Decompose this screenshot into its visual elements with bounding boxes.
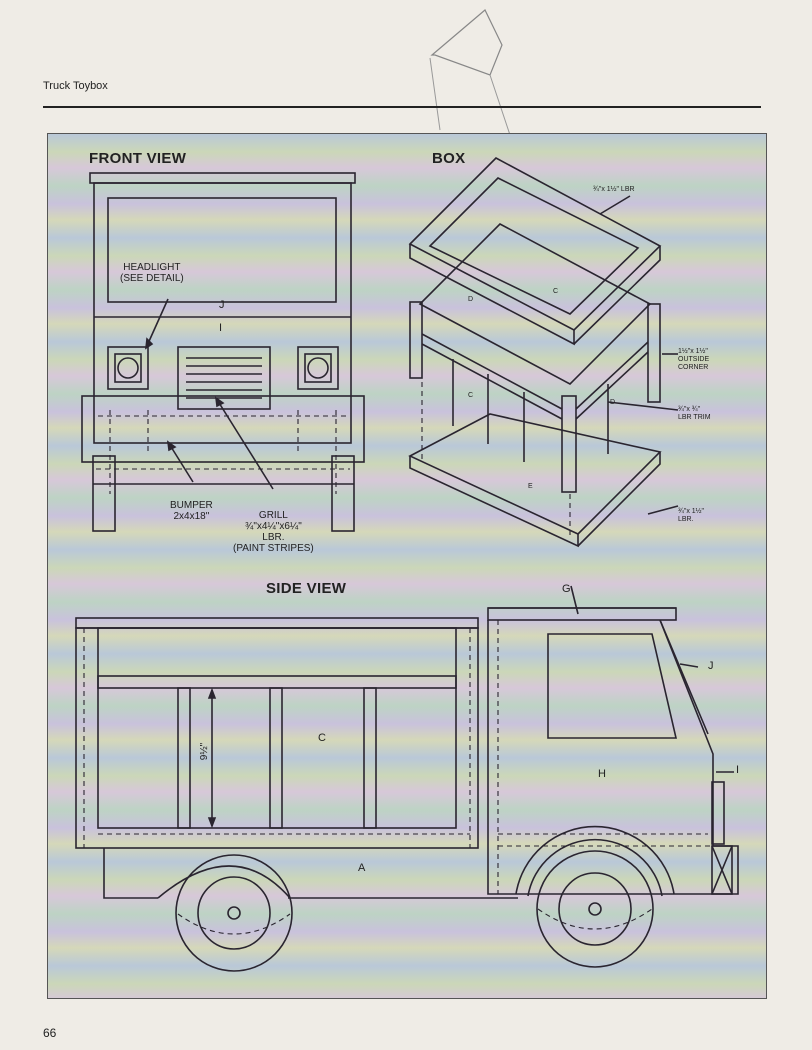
side-part-c: C — [318, 732, 326, 744]
side-part-g: G — [562, 583, 571, 595]
box-part-c2: C — [468, 392, 474, 399]
height-dimension: 9½" — [199, 742, 211, 761]
side-view-drawing — [75, 585, 739, 972]
blueprint-drawing — [75, 157, 739, 972]
front-part-j: J — [219, 299, 225, 311]
box-part-c1: C — [553, 288, 559, 295]
outside-corner-label: 1½"x 1½" OUTSIDE CORNER — [678, 348, 710, 371]
grill-label: GRILL ¾"x4¼"x6¼" LBR. (PAINT STRIPES) — [233, 510, 314, 554]
page-header: Truck Toybox — [43, 80, 108, 92]
box-part-e: E — [528, 483, 533, 490]
side-part-i: I — [736, 764, 740, 776]
front-part-i: I — [219, 322, 223, 334]
base-lbr-label: ¾"x 1½" LBR. — [678, 508, 704, 523]
side-part-a: A — [358, 862, 366, 874]
bumper-label: BUMPER 2x4x18" — [170, 500, 213, 522]
box-part-d2: D — [610, 399, 616, 406]
box-title: BOX — [432, 150, 466, 167]
blueprint-panel: FRONT VIEW HEADLIGHT (SEE DETAIL) J I BU… — [47, 133, 767, 999]
page-number: 66 — [43, 1026, 57, 1040]
header-rule — [43, 106, 761, 108]
front-view-drawing — [81, 172, 365, 532]
front-view-title: FRONT VIEW — [89, 150, 187, 167]
box-view-drawing — [408, 157, 679, 548]
trim-label: ¾"x ¾" LBR TRIM — [678, 406, 711, 421]
box-part-d1: D — [468, 296, 474, 303]
box-top-lbr-label: ¾"x 1½" LBR — [593, 186, 635, 193]
side-part-h: H — [598, 768, 606, 780]
side-part-j: J — [708, 660, 714, 672]
headlight-label: HEADLIGHT (SEE DETAIL) — [120, 262, 184, 284]
side-view-title: SIDE VIEW — [266, 580, 347, 597]
